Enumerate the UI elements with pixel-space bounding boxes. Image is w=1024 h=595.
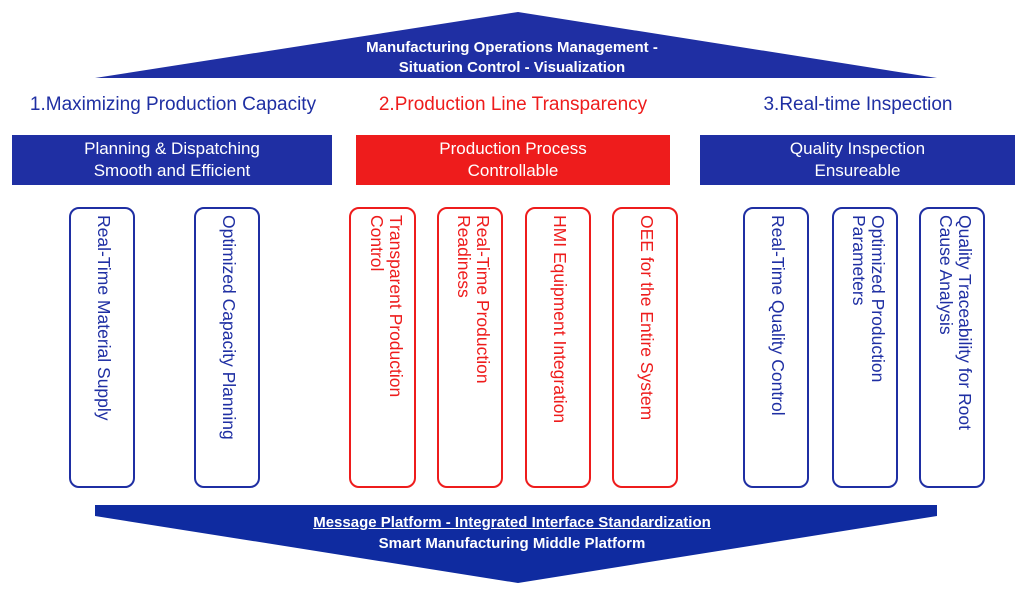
item-label-line-1: Optimized Production [868, 215, 888, 383]
item-label-line-1: Quality Traceability for Root [955, 215, 975, 430]
item-label-line-2: Control [367, 215, 387, 272]
item-label: Optimized Capacity Planning [219, 215, 239, 440]
item-real-time-production-readiness: Real-Time Production Readiness [437, 207, 503, 488]
item-optimized-capacity-planning: Optimized Capacity Planning [194, 207, 260, 488]
column-title-inspection: 3.Real-time Inspection [763, 94, 953, 115]
item-transparent-production-control: Transparent Production Control [349, 207, 416, 488]
band-line-2: Ensureable [814, 161, 901, 180]
top-banner-line-1: Manufacturing Operations Management - [366, 39, 658, 56]
band-quality-inspection: Quality Inspection Ensureable [700, 135, 1015, 185]
band-production-process: Production Process Controllable [356, 135, 670, 185]
bottom-banner-line-2: Smart Manufacturing Middle Platform [378, 535, 646, 552]
item-optimized-production-parameters: Optimized Production Parameters [832, 207, 898, 488]
band-line-1: Planning & Dispatching [84, 139, 260, 158]
band-planning-dispatching: Planning & Dispatching Smooth and Effici… [12, 135, 332, 185]
item-label: Real-Time Production Readiness [454, 215, 493, 384]
top-banner-line-2: Situation Control - Visualization [398, 59, 626, 76]
band-line-1: Quality Inspection [789, 139, 926, 158]
item-label-line-2: Parameters [849, 215, 869, 306]
item-real-time-quality-control: Real-Time Quality Control [743, 207, 809, 488]
item-label: Real-Time Quality Control [768, 215, 788, 416]
item-label: HMI Equipment Integration [550, 215, 570, 424]
item-label: OEE for the Entire System [637, 215, 657, 421]
item-label-line-1: Transparent Production [386, 215, 406, 398]
item-label: Optimized Production Parameters [849, 215, 888, 383]
bottom-banner-line-1: Message Platform - Integrated Interface … [313, 514, 711, 531]
item-quality-traceability-root-cause: Quality Traceability for Root Cause Anal… [919, 207, 985, 488]
column-title-capacity: 1.Maximizing Production Capacity [29, 94, 317, 115]
item-real-time-material-supply: Real-Time Material Supply [69, 207, 135, 488]
item-label: Quality Traceability for Root Cause Anal… [936, 215, 975, 430]
item-label-line-2: Cause Analysis [936, 215, 956, 335]
item-label: Real-Time Material Supply [94, 215, 114, 421]
column-title-transparency: 2.Production Line Transparency [378, 94, 648, 115]
band-line-2: Controllable [467, 161, 559, 180]
item-label-line-2: Readiness [454, 215, 474, 298]
band-line-1: Production Process [439, 139, 587, 158]
item-label-line-1: Real-Time Production [473, 215, 493, 384]
item-hmi-equipment-integration: HMI Equipment Integration [525, 207, 591, 488]
band-line-2: Smooth and Efficient [93, 161, 251, 180]
item-oee-entire-system: OEE for the Entire System [612, 207, 678, 488]
item-label: Transparent Production Control [367, 215, 406, 398]
